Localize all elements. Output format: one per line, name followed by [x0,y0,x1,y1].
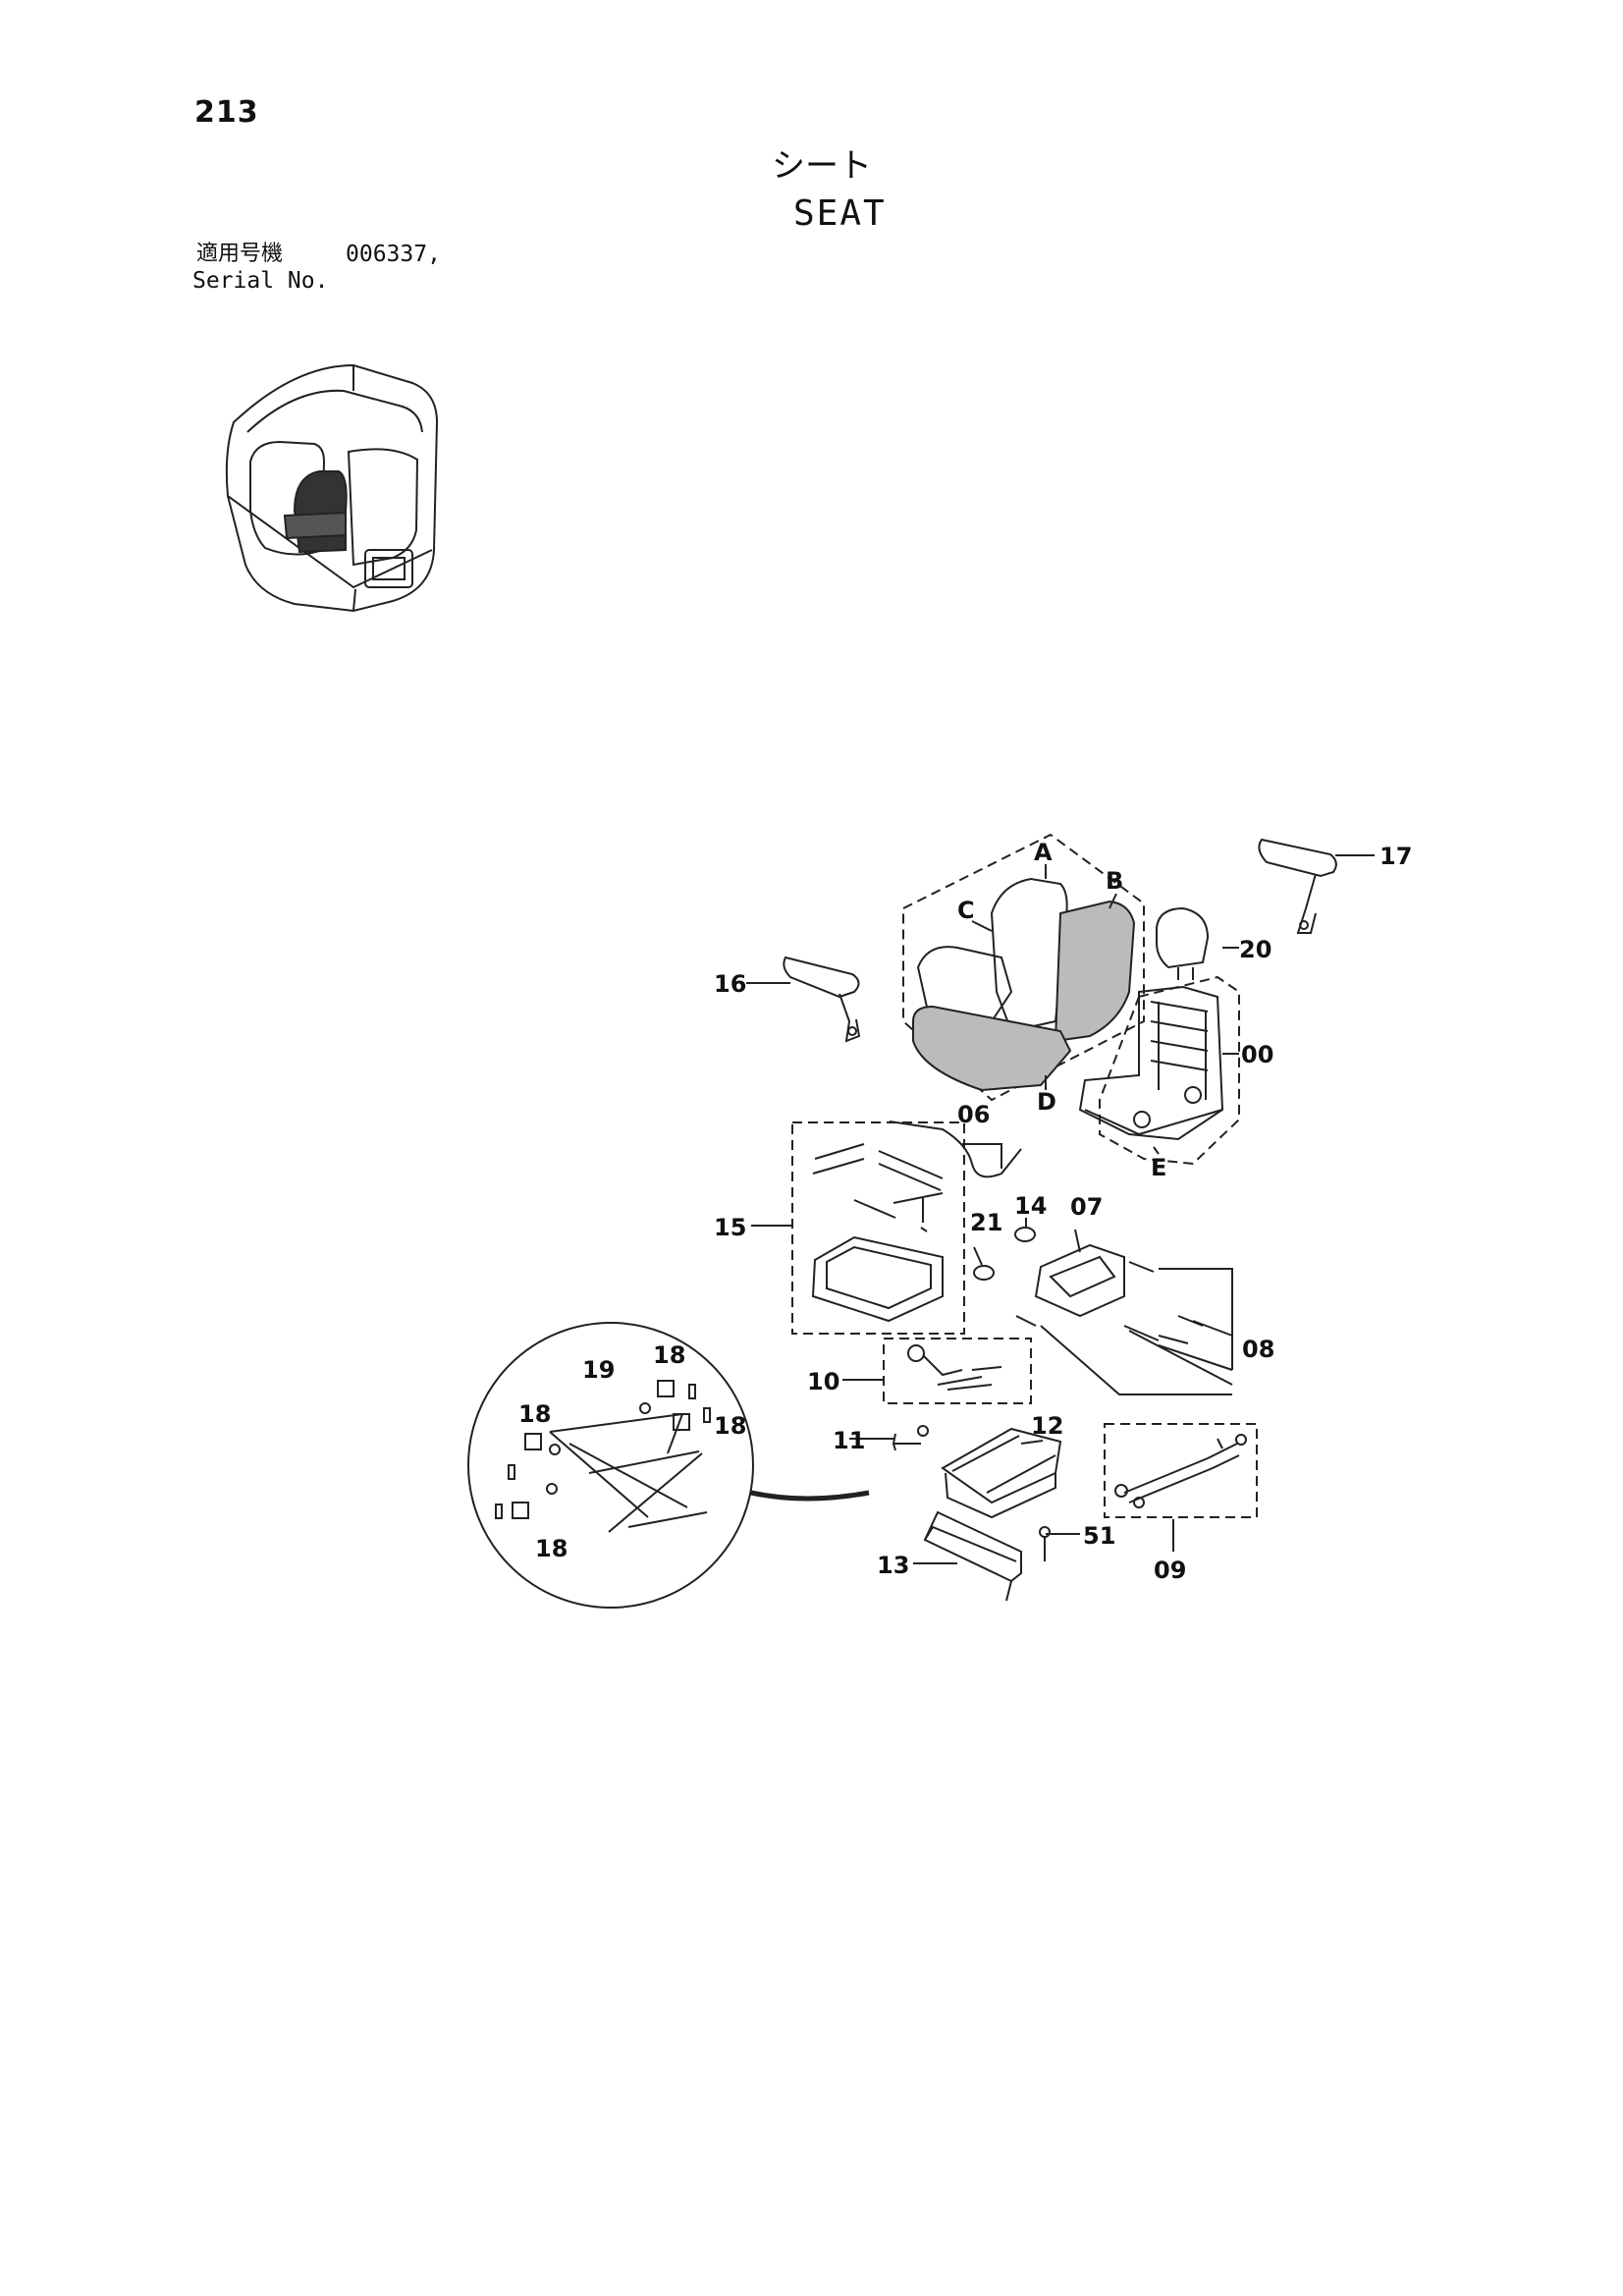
callout-A: A [1034,839,1053,866]
callout-17: 17 [1380,843,1412,870]
callout-15: 15 [714,1214,746,1241]
page-number: 213 [194,95,259,130]
callout-06: 06 [957,1101,990,1128]
leader-lines [746,854,1375,1564]
callout-18-top: 18 [653,1341,685,1369]
title-english: SEAT [793,193,887,234]
scissor-mechanism-drawing [923,1427,1062,1602]
callout-51: 51 [1083,1522,1115,1550]
callout-08: 08 [1242,1336,1274,1363]
callout-16: 16 [714,970,746,998]
lever-group-drawing [883,1338,1032,1451]
callout-D: D [1037,1088,1056,1116]
magnified-inset [467,1322,870,1609]
callout-19: 19 [582,1356,615,1384]
suspension-base-drawing [973,1227,1233,1395]
serial-value: 006337, [346,242,441,267]
callout-C: C [957,897,975,924]
callout-13: 13 [877,1552,909,1579]
damper-group-drawing [1104,1423,1258,1518]
callout-12: 12 [1031,1412,1063,1440]
callout-B: B [1106,867,1123,895]
callout-labels: A B C D E 00 06 07 08 09 10 11 12 13 14 … [518,839,1412,1584]
armrests-drawing [783,838,1337,1043]
callout-18-left: 18 [518,1400,551,1428]
callout-10: 10 [807,1368,839,1395]
slide-rail-group-drawing [791,1121,1022,1335]
callout-18-right: 18 [714,1412,746,1440]
serial-label-japanese: 適用号機 [196,242,284,266]
cab-overview-illustration [225,363,439,613]
callout-20: 20 [1239,936,1271,963]
callout-09: 09 [1154,1557,1186,1584]
callout-07: 07 [1070,1193,1103,1221]
callout-18-bottom: 18 [535,1535,568,1562]
callout-21: 21 [970,1209,1002,1236]
callout-14: 14 [1014,1192,1047,1220]
callout-00: 00 [1241,1041,1273,1068]
callout-11: 11 [833,1427,865,1454]
serial-label-english: Serial No. [192,268,329,294]
callout-E: E [1151,1154,1166,1181]
title-japanese: シート [772,146,872,186]
seat-assembly-drawing [902,833,1240,1166]
